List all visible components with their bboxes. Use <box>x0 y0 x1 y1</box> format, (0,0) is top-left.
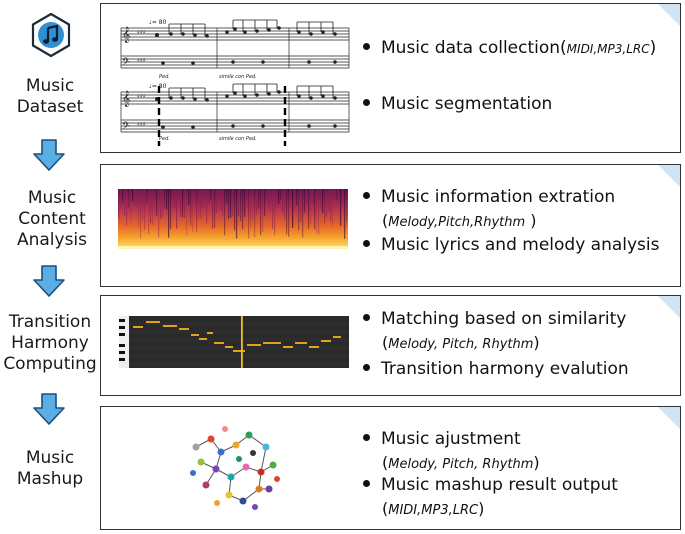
bullet-dot <box>363 363 370 371</box>
svg-text:simile con Ped.: simile con Ped. <box>219 74 257 80</box>
bullet-music-data-collection: Music data collection(MIDI,MP3,LRC) <box>363 38 656 59</box>
subnote-analysis-features: (Melody,Pitch,Rhythm ) <box>382 211 537 230</box>
svg-text:♯♯♯: ♯♯♯ <box>137 29 146 36</box>
corner-decoration <box>658 4 680 26</box>
network-graph-image <box>181 417 291 521</box>
down-arrow-icon <box>32 138 66 176</box>
svg-text:𝄞: 𝄞 <box>122 27 130 43</box>
bullet-transition-harmony-evaluation: Transition harmony evalution <box>363 359 629 379</box>
panel-analysis: Music information extration (Melody,Pitc… <box>100 164 681 287</box>
bullet-mashup-output: Music mashup result output <box>363 475 618 495</box>
bullet-dot <box>363 42 370 50</box>
sheet-music-image: 𝄞 𝄢 𝄞 𝄢 ♯♯♯ ♯♯♯ ♯♯♯ ♯♯♯ ♩= 80 ♩= 80 Ped.… <box>113 16 353 150</box>
bullet-dot <box>363 433 370 441</box>
bullet-matching-similarity: Matching based on similarity <box>363 309 626 329</box>
svg-text:Ped.: Ped. <box>159 136 170 142</box>
bullet-dot <box>363 98 370 106</box>
panel-dataset: 𝄞 𝄢 𝄞 𝄢 ♯♯♯ ♯♯♯ ♯♯♯ ♯♯♯ ♩= 80 ♩= 80 Ped.… <box>100 3 681 153</box>
svg-text:♯♯♯: ♯♯♯ <box>137 93 146 100</box>
panel-mashup: Music ajustment (Melody, Pitch, Rhythm) … <box>100 406 681 530</box>
down-arrow-icon <box>32 392 66 430</box>
corner-decoration <box>658 165 680 187</box>
svg-text:♯♯♯: ♯♯♯ <box>137 57 146 64</box>
svg-text:Ped.: Ped. <box>159 74 170 80</box>
music-app-icon <box>28 12 74 58</box>
spectrogram-image <box>118 189 348 253</box>
piano-roll-image <box>119 316 349 372</box>
svg-text:𝄢: 𝄢 <box>122 56 130 70</box>
panel-harmony: Matching based on similarity (Melody, Pi… <box>100 295 681 396</box>
svg-text:♯♯♯: ♯♯♯ <box>137 121 146 128</box>
bullet-music-lyrics-melody: Music lyrics and melody analysis <box>363 235 660 255</box>
corner-decoration <box>658 407 680 429</box>
svg-text:𝄢: 𝄢 <box>122 120 130 134</box>
down-arrow-icon <box>32 264 66 302</box>
corner-decoration <box>658 296 680 318</box>
bullet-dot <box>363 191 370 199</box>
subnote-harmony-features: (Melody, Pitch, Rhythm) <box>382 333 540 352</box>
subnote-mashup-features: (Melody, Pitch, Rhythm) <box>382 453 540 472</box>
svg-text:♩= 80: ♩= 80 <box>149 83 167 90</box>
subnote-output-formats: (MIDI,MP3,LRC) <box>382 499 485 518</box>
svg-text:simile con Ped.: simile con Ped. <box>219 136 257 142</box>
bullet-music-adjustment: Music ajustment <box>363 429 521 449</box>
svg-text:𝄞: 𝄞 <box>122 91 130 107</box>
bullet-dot <box>363 479 370 487</box>
bullet-dot <box>363 239 370 247</box>
bullet-music-segmentation: Music segmentation <box>363 94 552 114</box>
bullet-dot <box>363 313 370 321</box>
svg-text:♩= 80: ♩= 80 <box>149 19 167 26</box>
bullet-music-information-extraction: Music information extration <box>363 187 615 207</box>
